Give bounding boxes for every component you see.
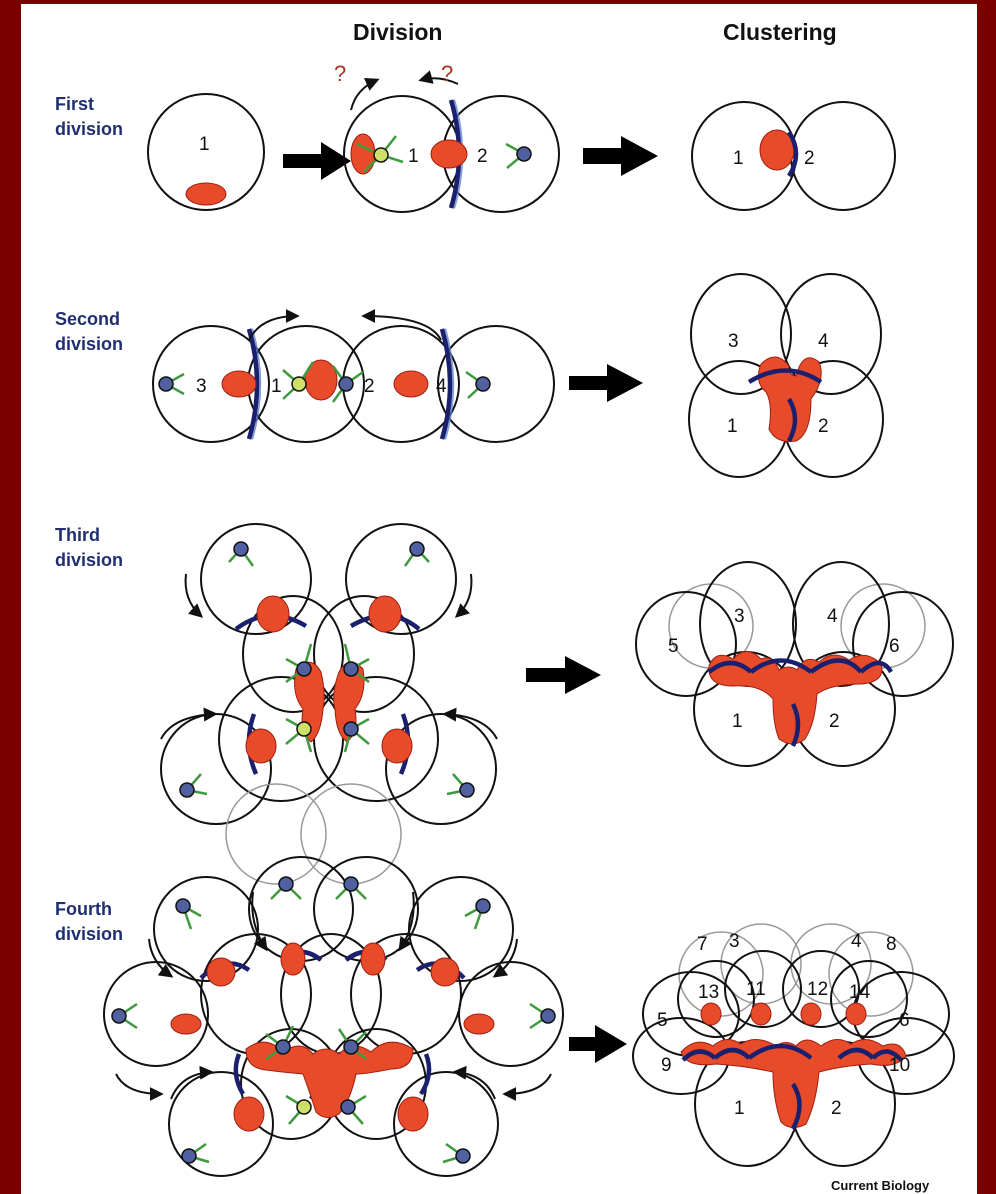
cell-number: 2: [818, 416, 829, 437]
figure-panel: Division Clustering First division Secon…: [21, 4, 977, 1194]
cell-number: 3: [729, 931, 740, 952]
cell-number: 4: [818, 331, 829, 352]
cell-number: 3: [728, 331, 739, 352]
cell-number: 13: [698, 982, 719, 1003]
cell-number: 9: [661, 1055, 672, 1076]
cell-number: 10: [889, 1055, 910, 1076]
arrow-icon: [583, 136, 658, 176]
row-label-third-2: division: [55, 550, 123, 570]
cell-number: 12: [807, 979, 828, 1000]
row-label-first-1: First: [55, 94, 94, 114]
cell-number: 6: [889, 636, 900, 657]
cell-number: 7: [697, 934, 708, 955]
arrow-icon: [569, 1025, 627, 1063]
division-clustering-diagram: Division Clustering First division Secon…: [21, 4, 977, 1194]
first-division-cell-stage: 1: [148, 94, 264, 210]
third-clustering: 5 3 4 6 1 2: [636, 562, 953, 766]
cell-number: 1: [408, 146, 419, 167]
cell-number: 2: [364, 376, 375, 397]
credit-text: Current Biology: [831, 1178, 930, 1193]
cell-number: 11: [746, 979, 766, 1000]
cell-number: 4: [851, 931, 862, 952]
cell-number: 4: [827, 606, 838, 627]
row-label-second-1: Second: [55, 309, 120, 329]
cell-number: 1: [734, 1098, 745, 1119]
cell-number: 8: [886, 934, 897, 955]
row-label-first-2: division: [55, 119, 123, 139]
question-mark: ?: [334, 61, 346, 86]
third-division-cells: [161, 524, 497, 824]
division-header: Division: [353, 19, 442, 45]
fourth-division-cells: [104, 784, 563, 1176]
cell-number: 2: [804, 148, 815, 169]
cell-number: 5: [668, 636, 679, 657]
cell-number: 6: [899, 1010, 910, 1031]
cell-number: 1: [199, 134, 210, 155]
cell-number: 4: [436, 376, 447, 397]
arrow-icon: [569, 364, 643, 402]
cell-number: 1: [271, 376, 282, 397]
fourth-clustering: 7 3 4 8 13 11 12 14 5 6 9 10 1 2: [633, 924, 954, 1166]
cell-number: 3: [196, 376, 207, 397]
cell-number: 14: [849, 982, 871, 1003]
row-label-fourth-1: Fourth: [55, 899, 112, 919]
cell-number: 2: [831, 1098, 842, 1119]
arrow-icon: [283, 142, 351, 180]
cell-number: 5: [657, 1010, 668, 1031]
cell-number: 3: [734, 606, 745, 627]
second-division-four-cells: 3 1 2 4: [153, 316, 554, 442]
cell-number: 2: [477, 146, 488, 167]
clustering-header: Clustering: [723, 19, 837, 45]
question-mark: ?: [441, 61, 453, 86]
arrow-icon: [526, 656, 601, 694]
cell-number: 1: [733, 148, 744, 169]
first-clustering: 1 2: [692, 102, 895, 210]
row-label-fourth-2: division: [55, 924, 123, 944]
cell-number: 1: [727, 416, 738, 437]
second-clustering: 3 4 1 2: [689, 274, 883, 477]
cell-number: 2: [829, 711, 840, 732]
cell-number: 1: [732, 711, 743, 732]
first-division-two-cells: 1 2 ? ?: [334, 61, 559, 212]
row-label-second-2: division: [55, 334, 123, 354]
row-label-third-1: Third: [55, 525, 100, 545]
